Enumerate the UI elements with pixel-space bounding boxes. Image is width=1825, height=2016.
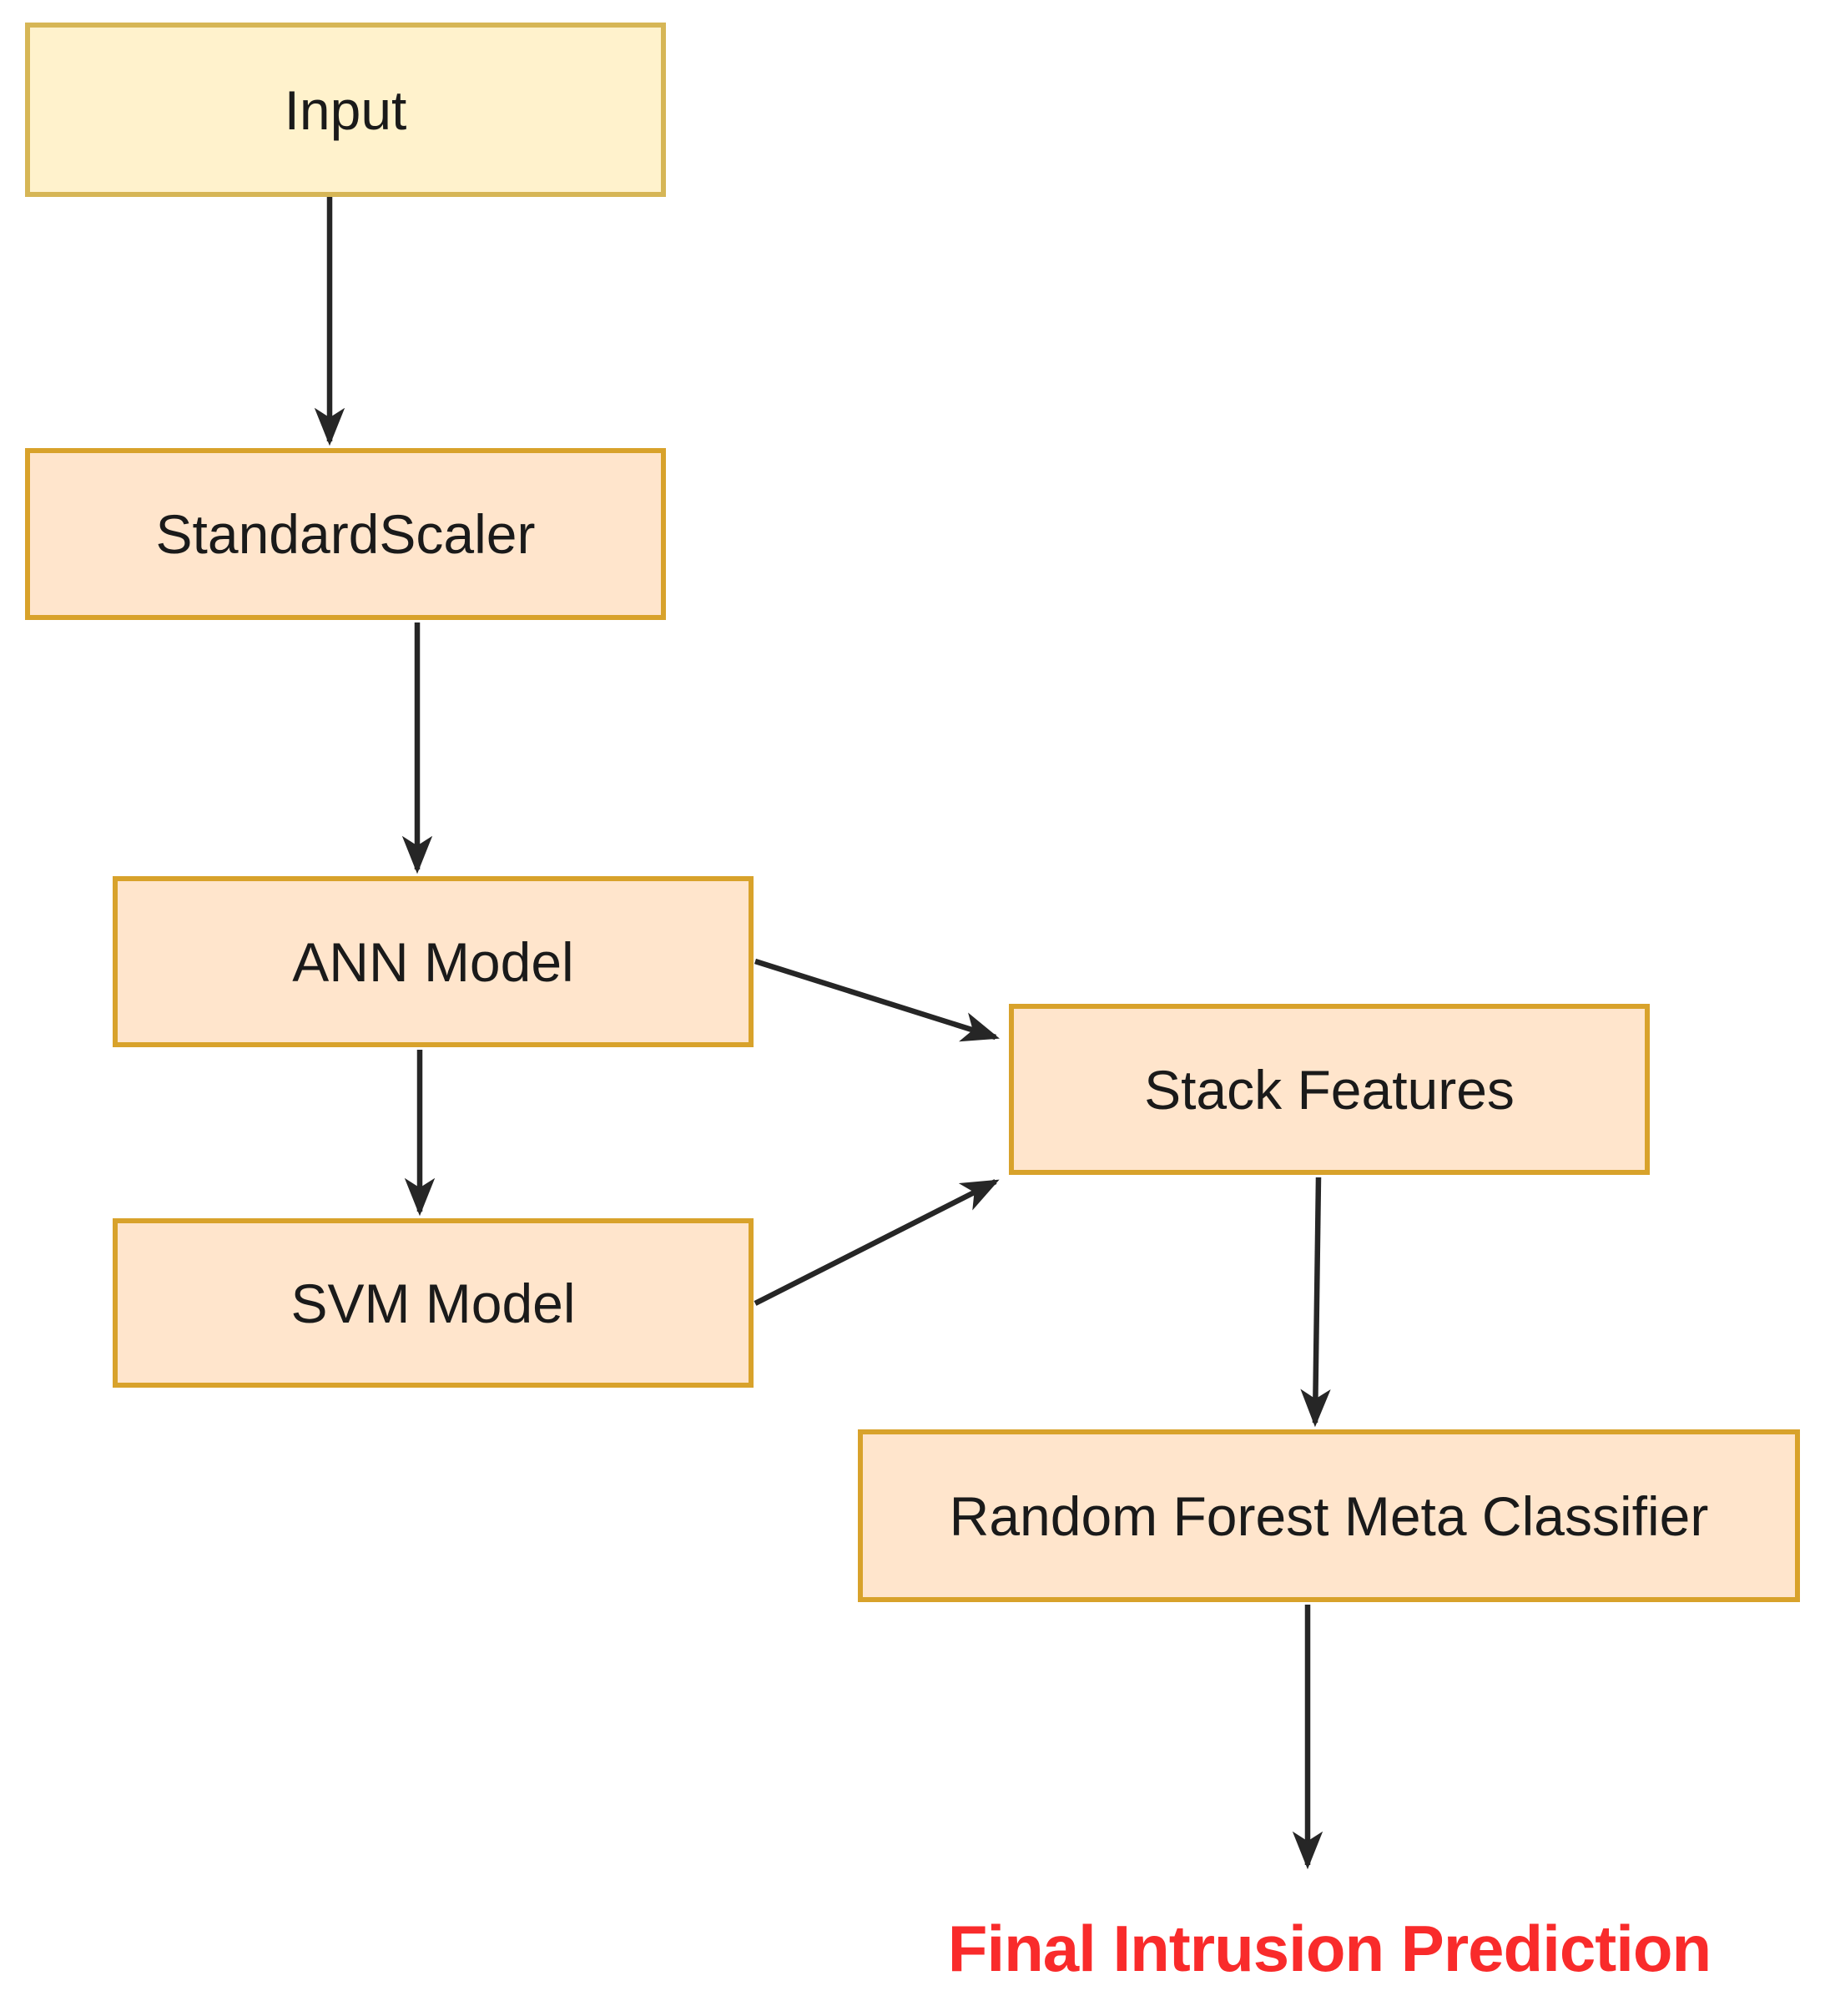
node-svm-model-label: SVM Model [290, 1272, 576, 1334]
node-ann-model-label: ANN Model [292, 930, 574, 993]
node-random-forest-meta-classifier-label: Random Forest Meta Classifier [949, 1484, 1709, 1547]
node-random-forest-meta-classifier[interactable]: Random Forest Meta Classifier [858, 1429, 1800, 1602]
node-input-label: Input [284, 78, 407, 141]
node-standard-scaler[interactable]: StandardScaler [25, 448, 666, 620]
node-ann-model[interactable]: ANN Model [113, 876, 754, 1047]
node-stack-features-label: Stack Features [1144, 1058, 1515, 1121]
node-svm-model[interactable]: SVM Model [113, 1218, 754, 1388]
final-intrusion-prediction-label: Final Intrusion Prediction [947, 1912, 1712, 1985]
node-standard-scaler-label: StandardScaler [155, 503, 536, 565]
node-input[interactable]: Input [25, 23, 666, 197]
edge-svm-to-stackfeatures [754, 1179, 1000, 1306]
edge-ann-to-stackfeatures [754, 958, 1000, 1042]
edge-stackfeatures-to-rf [1300, 1177, 1331, 1428]
node-stack-features[interactable]: Stack Features [1009, 1004, 1650, 1175]
